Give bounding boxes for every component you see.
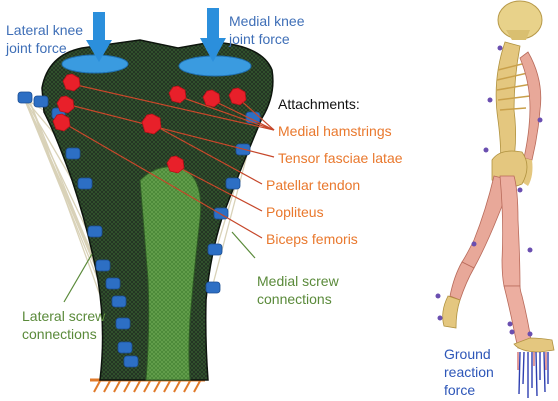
muscle-label-medial-hamstrings: Medial hamstrings bbox=[278, 123, 392, 140]
medial-screw-label-line1: Medial screw bbox=[257, 273, 339, 290]
ground-force-label-line3: force bbox=[444, 382, 475, 399]
ground-fixture bbox=[90, 380, 205, 392]
ground-force-label-line2: reaction bbox=[444, 364, 494, 381]
lateral-force-label-line1: Lateral knee bbox=[6, 22, 83, 39]
lateral-screw-label-line2: connections bbox=[22, 326, 97, 343]
muscle-label-patellar-tendon: Patellar tendon bbox=[266, 177, 360, 194]
muscle-label-biceps-femoris: Biceps femoris bbox=[266, 231, 358, 248]
muscle-label-popliteus: Popliteus bbox=[266, 204, 324, 221]
lateral-screw-leader bbox=[64, 254, 92, 302]
medial-force-plate bbox=[179, 56, 251, 76]
attachments-title: Attachments: bbox=[278, 96, 360, 113]
medial-screw-leader bbox=[232, 232, 255, 258]
muscle-label-tensor-fasciae-latae: Tensor fasciae latae bbox=[278, 150, 403, 167]
musculoskeletal-model bbox=[436, 1, 555, 398]
medial-force-label-line2: joint force bbox=[229, 31, 290, 48]
lateral-screw-label-line1: Lateral screw bbox=[22, 308, 105, 325]
lateral-force-label-line2: joint force bbox=[6, 40, 67, 57]
medial-screw-label-line2: connections bbox=[257, 291, 332, 308]
ground-force-label-line1: Ground bbox=[444, 346, 491, 363]
lateral-force-plate bbox=[62, 55, 128, 73]
medial-force-label-line1: Medial knee bbox=[229, 13, 305, 30]
